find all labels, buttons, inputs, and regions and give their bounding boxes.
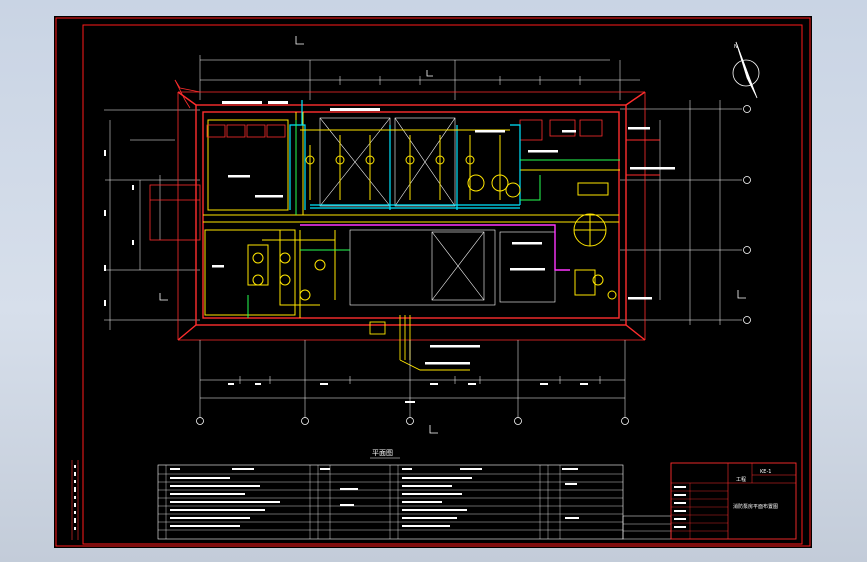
inner-frame	[82, 24, 803, 545]
title-block: 工程 KE-1 消防泵房平面布置图	[670, 462, 797, 540]
equipment-labels	[212, 101, 675, 365]
svg-text:平面图: 平面图	[372, 449, 393, 457]
bottom-dimension-lines	[196, 340, 629, 425]
drainage-outlet	[369, 315, 470, 371]
plan-caption: 平面图	[370, 449, 400, 459]
yellow-pipelines	[247, 129, 617, 318]
title-block-drawing-name: 消防泵房平面布置图	[733, 503, 778, 510]
green-pipelines	[247, 120, 620, 318]
title-block-project: 工程	[736, 476, 746, 483]
north-arrow-icon: N	[732, 41, 760, 99]
binding-margin-text	[71, 460, 79, 540]
drawing-sheet	[54, 16, 812, 548]
magenta-pipeline	[300, 224, 570, 271]
equipment-bays	[319, 117, 556, 306]
title-block-drawing-no: KE-1	[760, 469, 771, 475]
left-dimension-lines	[104, 109, 200, 330]
svg-text:N: N	[734, 44, 738, 50]
cyan-pipelines	[289, 100, 521, 210]
outer-frame	[55, 17, 811, 547]
section-marks	[159, 36, 746, 434]
equipment-schedule-table	[157, 464, 624, 540]
top-dimension-lines	[199, 55, 640, 100]
left-entrance	[149, 79, 201, 241]
right-axis-grid	[620, 100, 751, 325]
